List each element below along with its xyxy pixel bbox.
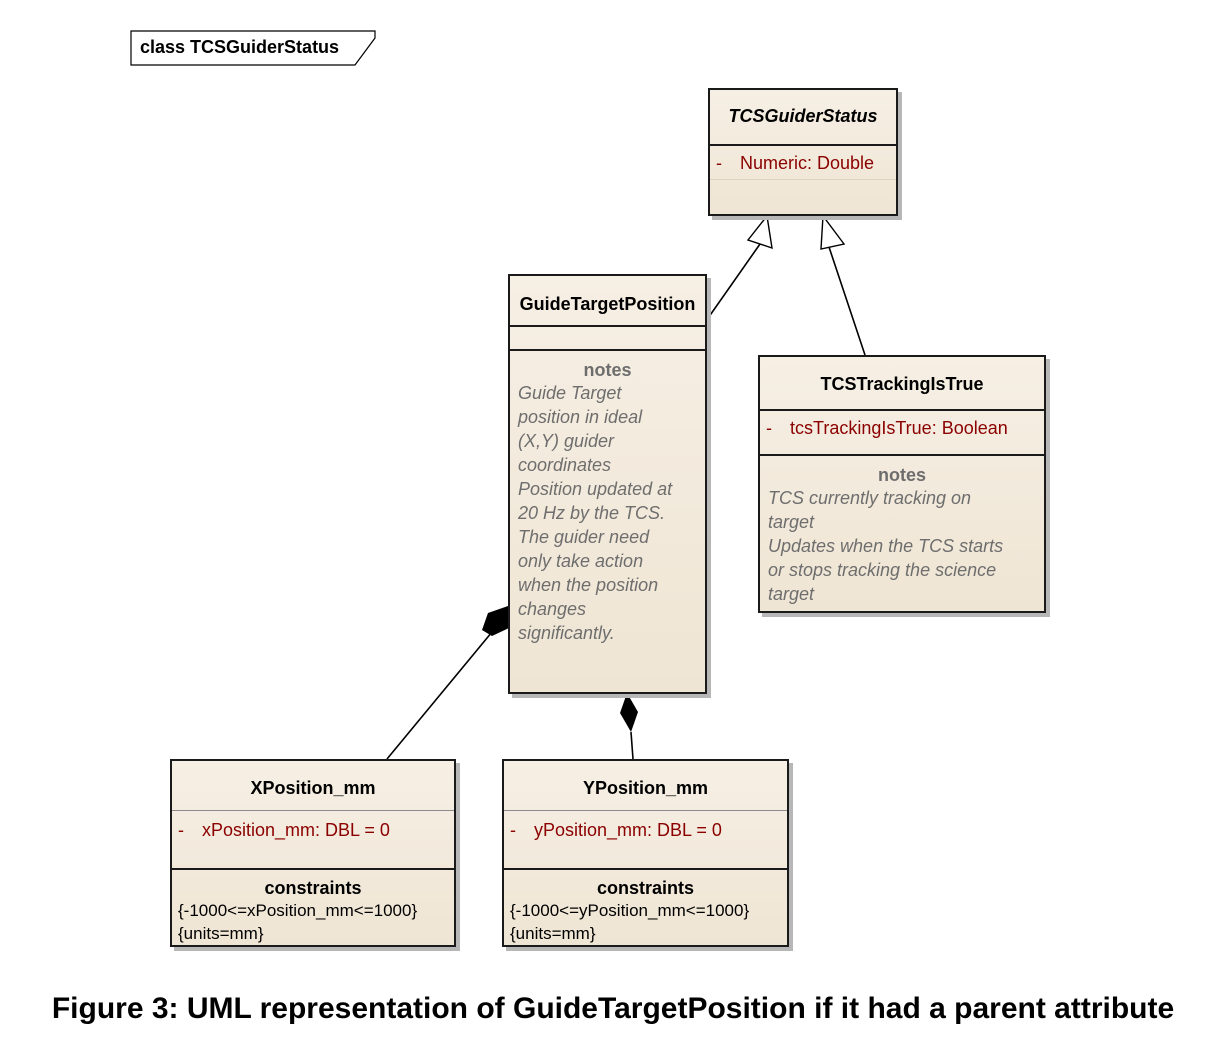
note-line: Guide Target [518, 383, 622, 403]
compartment-divider [710, 179, 896, 180]
attribute-visibility: - [716, 153, 722, 173]
compartment-separator [510, 325, 705, 327]
note-line: 20 Hz by the TCS. [518, 503, 666, 523]
compartment-separator [760, 454, 1044, 456]
note-line: target [768, 584, 815, 604]
note-line: (X,Y) guider [518, 431, 615, 451]
note-line: position in ideal [518, 407, 643, 427]
constraint-line: {-1000<=xPosition_mm<=1000} [178, 901, 418, 920]
note-line: Position updated at [518, 479, 673, 499]
class-xposition-mm[interactable]: XPosition_mm -xPosition_mm: DBL = 0 cons… [170, 759, 456, 947]
compartment-separator [710, 144, 896, 146]
class-name: TCSGuiderStatus [728, 106, 878, 126]
compartment-separator [510, 349, 705, 351]
composition-line-yposition [630, 731, 634, 760]
composition-diamond-xposition [482, 606, 511, 636]
constraints-title: constraints [264, 878, 362, 898]
attribute-text: tcsTrackingIsTrue: Boolean [790, 418, 1008, 438]
attribute-row: -yPosition_mm: DBL = 0 [504, 811, 787, 856]
constraint-line: {units=mm} [178, 924, 264, 943]
constraint-line: {-1000<=yPosition_mm<=1000} [510, 901, 750, 920]
class-name: GuideTargetPosition [519, 294, 696, 314]
note-line: significantly. [518, 623, 615, 643]
attribute-row: -tcsTrackingIsTrue: Boolean [760, 411, 1044, 454]
class-guidetargetposition[interactable]: GuideTargetPosition notes Guide Target p… [508, 274, 707, 694]
note-line: changes [518, 599, 587, 619]
compartment-separator [172, 868, 454, 870]
figure-caption: Figure 3: UML representation of GuideTar… [51, 992, 1175, 1025]
note-line: only take action [518, 551, 644, 571]
note-line: Updates when the TCS starts [768, 536, 1004, 556]
note-line: TCS currently tracking on [768, 488, 972, 508]
attribute-visibility: - [510, 820, 516, 840]
composition-line-xposition [386, 631, 493, 760]
note-line: The guider need [518, 527, 650, 547]
generalization-arrowhead-guidetarget [746, 214, 773, 250]
note-line: target [768, 512, 815, 532]
note-line: coordinates [518, 455, 612, 475]
compartment-divider [504, 810, 787, 811]
attribute-row: -xPosition_mm: DBL = 0 [172, 811, 454, 856]
class-tcsguiderstatus[interactable]: TCSGuiderStatus -Numeric: Double [708, 88, 898, 216]
generalization-arrowhead-tcstracking [820, 214, 846, 250]
frame-label: class TCSGuiderStatus [140, 37, 340, 57]
notes-title: notes [583, 360, 632, 380]
frame-tab-shape [130, 30, 376, 66]
notes-title: notes [877, 465, 926, 485]
constraint-line: {units=mm} [510, 924, 596, 943]
compartment-separator [504, 868, 787, 870]
constraints-title: constraints [596, 878, 695, 898]
attribute-text: yPosition_mm: DBL = 0 [534, 820, 722, 840]
class-name: YPosition_mm [582, 778, 709, 798]
generalization-line-tcstracking [828, 246, 866, 356]
class-tcstrackingistrue[interactable]: TCSTrackingIsTrue -tcsTrackingIsTrue: Bo… [758, 355, 1046, 613]
attribute-text: Numeric: Double [740, 153, 875, 173]
note-line: or stops tracking the science [768, 560, 997, 580]
class-yposition-mm[interactable]: YPosition_mm -yPosition_mm: DBL = 0 cons… [502, 759, 789, 947]
composition-diamond-yposition [620, 693, 638, 732]
attribute-text: xPosition_mm: DBL = 0 [202, 820, 390, 840]
class-name: XPosition_mm [250, 778, 376, 798]
compartment-separator [760, 409, 1044, 411]
class-name: TCSTrackingIsTrue [820, 374, 984, 394]
diagram-frame-tab: class TCSGuiderStatus [130, 30, 376, 66]
compartment-divider [172, 810, 454, 811]
generalization-line-guidetarget [705, 243, 761, 322]
note-line: when the position [518, 575, 659, 595]
attribute-row: -Numeric: Double [710, 146, 896, 175]
attribute-visibility: - [178, 820, 184, 840]
attribute-visibility: - [766, 418, 772, 438]
